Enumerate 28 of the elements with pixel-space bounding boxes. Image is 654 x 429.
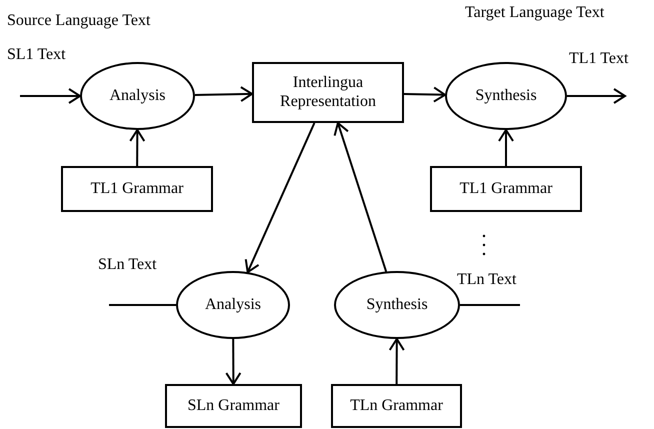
heading-label: Target Language Text — [464, 4, 606, 22]
arrow — [388, 338, 405, 384]
arrow — [334, 122, 388, 272]
process-box — [252, 62, 404, 123]
process-box — [331, 384, 462, 428]
arrow — [20, 88, 81, 104]
node-text: TL1 Grammar — [90, 180, 184, 198]
process-box — [430, 166, 582, 212]
arrow — [194, 86, 253, 102]
arrow — [498, 129, 514, 166]
connector-line — [460, 304, 520, 306]
arrow — [404, 86, 446, 103]
process-box — [61, 166, 213, 212]
connector-line — [109, 304, 176, 306]
node-text: Analysis — [110, 86, 166, 106]
arrow — [567, 88, 626, 104]
node-text: Synthesis — [366, 296, 428, 314]
node-text: Synthesis — [475, 86, 537, 106]
arrow — [225, 339, 242, 385]
process-box — [165, 384, 302, 428]
node-text: TL1 Grammar — [460, 180, 552, 198]
arrow — [129, 129, 146, 166]
node-text: Analysis — [205, 296, 261, 314]
node-text: SLn Grammar — [188, 396, 280, 416]
heading-label: Source Language Text — [6, 12, 152, 30]
node-text: TLn Grammar — [350, 396, 443, 416]
node-text: Interlingua Representation — [279, 74, 377, 111]
arrow — [244, 122, 316, 274]
